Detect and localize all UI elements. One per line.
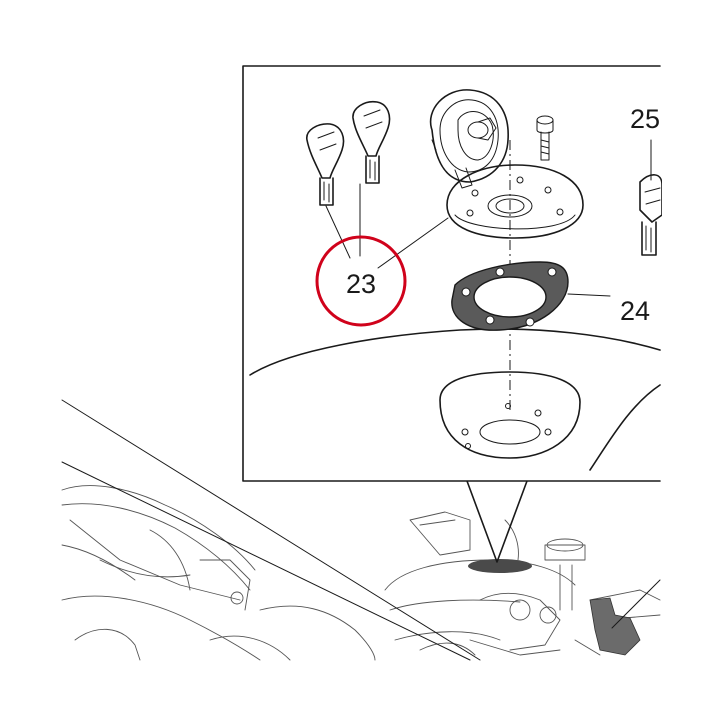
tank-filler-recess bbox=[439, 371, 581, 459]
motorcycle-illustration bbox=[61, 485, 661, 661]
bolt bbox=[536, 115, 554, 161]
highlight-circle-23 bbox=[315, 235, 407, 327]
detail-contents: 23 24 25 bbox=[249, 89, 663, 471]
detail-leader-lines bbox=[61, 399, 661, 661]
gasket-part-24 bbox=[451, 261, 569, 331]
key-center bbox=[352, 100, 391, 184]
fuel-filler-cap bbox=[429, 89, 584, 239]
callout-25: 25 bbox=[630, 104, 660, 134]
key-part-25 bbox=[639, 139, 663, 256]
callout-23: 23 bbox=[346, 269, 376, 299]
tank-outline bbox=[249, 328, 661, 376]
key-left bbox=[306, 123, 345, 206]
callout-24: 24 bbox=[620, 296, 650, 326]
callout-leaders bbox=[325, 183, 611, 297]
